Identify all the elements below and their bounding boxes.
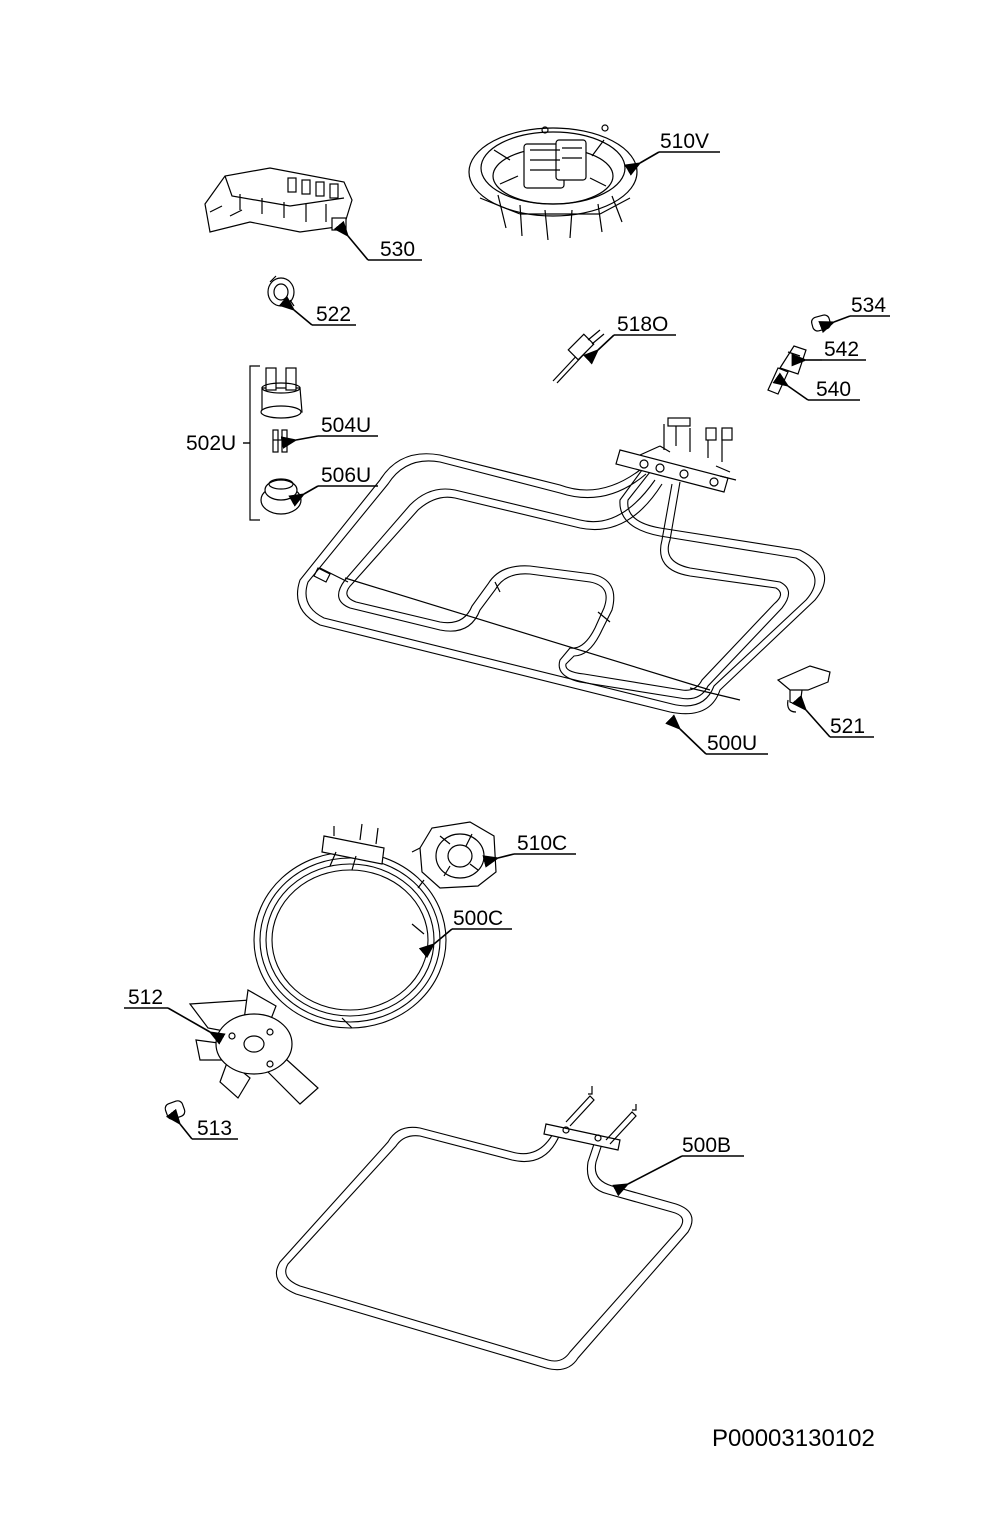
part-534-cap xyxy=(811,314,831,332)
reference-code: P00003130102 xyxy=(712,1425,875,1452)
part-510C-convection-motor xyxy=(411,821,497,889)
leader-534 xyxy=(818,315,851,334)
label-500B: 500B xyxy=(682,1134,731,1157)
label-510C: 510C xyxy=(517,832,567,855)
part-506U-lamp-cover xyxy=(260,478,302,515)
part-512-fan-blade xyxy=(188,989,319,1105)
leader-512 xyxy=(167,1007,226,1045)
part-522-clip xyxy=(267,275,295,307)
part-521-bracket xyxy=(776,665,831,713)
leader-530 xyxy=(333,220,369,261)
label-500C: 500C xyxy=(453,907,503,930)
label-518O: 518O xyxy=(617,313,668,336)
part-500U-grill-element xyxy=(296,417,825,715)
leader-504U xyxy=(280,435,319,449)
label-512: 512 xyxy=(128,986,163,1009)
leader-522 xyxy=(278,295,313,326)
label-510V: 510V xyxy=(660,130,709,153)
leader-500C xyxy=(418,928,453,959)
leader-510C xyxy=(482,853,515,868)
leader-518O xyxy=(583,334,615,365)
part-518O-sensor xyxy=(552,329,605,384)
part-lamp-housing xyxy=(260,367,303,419)
label-504U: 504U xyxy=(321,414,371,437)
leader-510V xyxy=(624,151,660,176)
label-534: 534 xyxy=(851,294,886,317)
part-504U-lamp-clip xyxy=(272,429,288,453)
label-513: 513 xyxy=(197,1117,232,1140)
part-500C-circular-element xyxy=(253,823,447,1029)
label-530: 530 xyxy=(380,238,415,261)
part-513-nut xyxy=(164,1100,186,1120)
label-542: 542 xyxy=(824,338,859,361)
label-500U: 500U xyxy=(707,732,757,755)
label-540: 540 xyxy=(816,378,851,401)
leader-540 xyxy=(772,372,809,401)
part-500B-bottom-element xyxy=(275,1086,693,1371)
label-506U: 506U xyxy=(321,464,371,487)
label-521: 521 xyxy=(830,715,865,738)
label-502U: 502U xyxy=(186,432,236,455)
part-530-terminal-block xyxy=(204,167,353,233)
label-522: 522 xyxy=(316,303,351,326)
leader-506U xyxy=(288,485,319,507)
leader-521 xyxy=(791,694,831,738)
leader-513 xyxy=(166,1108,193,1140)
bracket-502U xyxy=(249,365,260,521)
part-510V-fan-motor xyxy=(468,124,638,241)
leader-500B xyxy=(612,1155,683,1197)
part-540-shaft xyxy=(767,367,789,395)
leader-500U xyxy=(665,714,707,755)
